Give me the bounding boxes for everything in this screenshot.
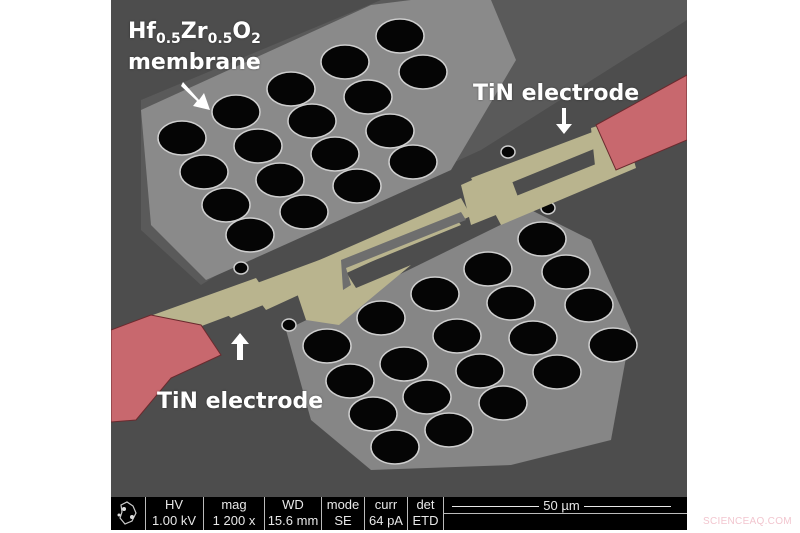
holes-lower — [302, 221, 638, 465]
scale-divider — [444, 513, 687, 514]
arrows — [181, 82, 572, 360]
sem-micrograph: Hf0.5Zr0.5O2 membrane TiN electrode TiN … — [111, 0, 687, 497]
arrow-membrane — [181, 82, 210, 110]
electrode-gap — [341, 212, 466, 290]
arrow-electrode-top — [556, 108, 572, 134]
holes-upper — [157, 18, 556, 332]
electrode-label-bottom: TiN electrode — [157, 389, 324, 414]
sem-scene — [111, 0, 687, 470]
contact-pad-right — [595, 74, 687, 171]
electrode-label-top: TiN electrode — [473, 81, 640, 106]
instrument-logo-icon — [111, 497, 146, 530]
scale-bar-label: 50 µm — [539, 498, 584, 513]
contact-pad-left — [111, 314, 222, 423]
watermark: SCIENCEAQ.COM — [703, 516, 792, 527]
arrow-electrode-bottom — [231, 333, 249, 360]
scale-bar: 50 µm — [444, 497, 687, 530]
membrane-label: Hf0.5Zr0.5O2 membrane — [128, 19, 261, 75]
